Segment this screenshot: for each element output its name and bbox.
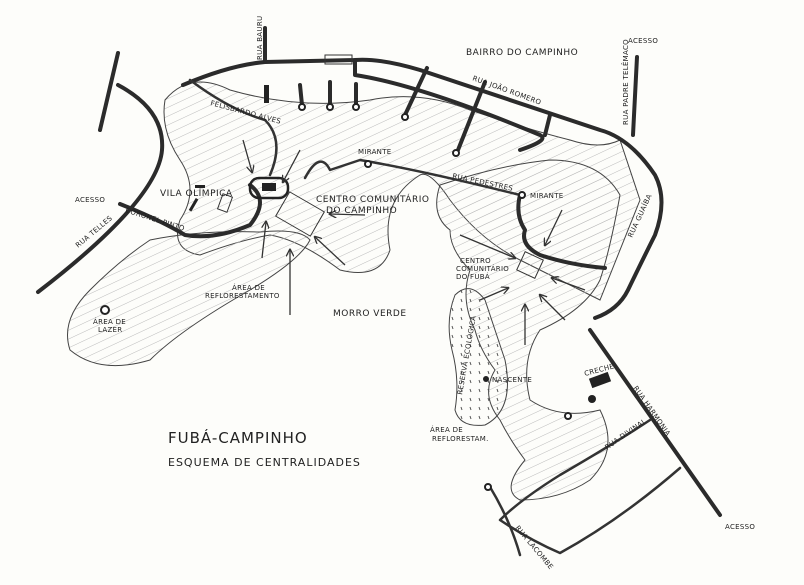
label-centro-fuba-1: CENTRO [460,257,491,265]
label-area-reflorest-2a: ÁREA DE [430,425,463,434]
label-area-lazer-2: LAZER [98,326,122,334]
label-area-lazer-1: ÁREA DE [93,317,126,326]
label-acesso-left: ACESSO [75,196,105,204]
label-centro-fuba-3: DO FUBÁ [456,272,490,281]
label-acesso-bottom: ACESSO [725,523,755,531]
label-centro-campinho-2: DO CAMPINHO [326,206,397,216]
map-subtitle: ESQUEMA DE CENTRALIDADES [168,456,361,469]
label-rua-padre-telemaco: RUA PADRE TELÊMACO [621,39,630,125]
label-rua-bauru: RUA BAURU [256,16,264,60]
map-title: FUBÁ-CAMPINHO [168,428,308,447]
label-area-reflorestamento-1: ÁREA DE [232,283,265,292]
buildings [188,54,612,389]
label-mirante-1: MIRANTE [358,148,392,156]
label-area-reflorestamento-2: REFLORESTAMENTO [205,292,280,300]
label-morro-verde: MORRO VERDE [333,309,407,319]
label-nascente: NASCENTE [492,376,532,384]
label-acesso-top: ACESSO [628,37,658,45]
nodes [100,103,596,491]
label-centro-campinho-1: CENTRO COMUNITÁRIO [316,193,429,205]
label-vila-olimpica: VILA OLÍMPICA [160,187,233,199]
label-bairro: BAIRRO DO CAMPINHO [466,48,578,58]
arrows [242,139,586,345]
label-rua-divinal: RUA DIVINAL [604,417,648,451]
lazer-area [67,230,311,367]
label-centro-fuba-2: COMUNITÁRIO [456,264,509,273]
label-mirante-2: MIRANTE [530,192,564,200]
reserva-ecologica-area [448,288,508,426]
label-coronel-pinto: CORONEL PINTO [124,206,185,233]
roads [36,26,722,557]
label-area-reflorest-2b: REFLORESTAM. [432,435,489,443]
